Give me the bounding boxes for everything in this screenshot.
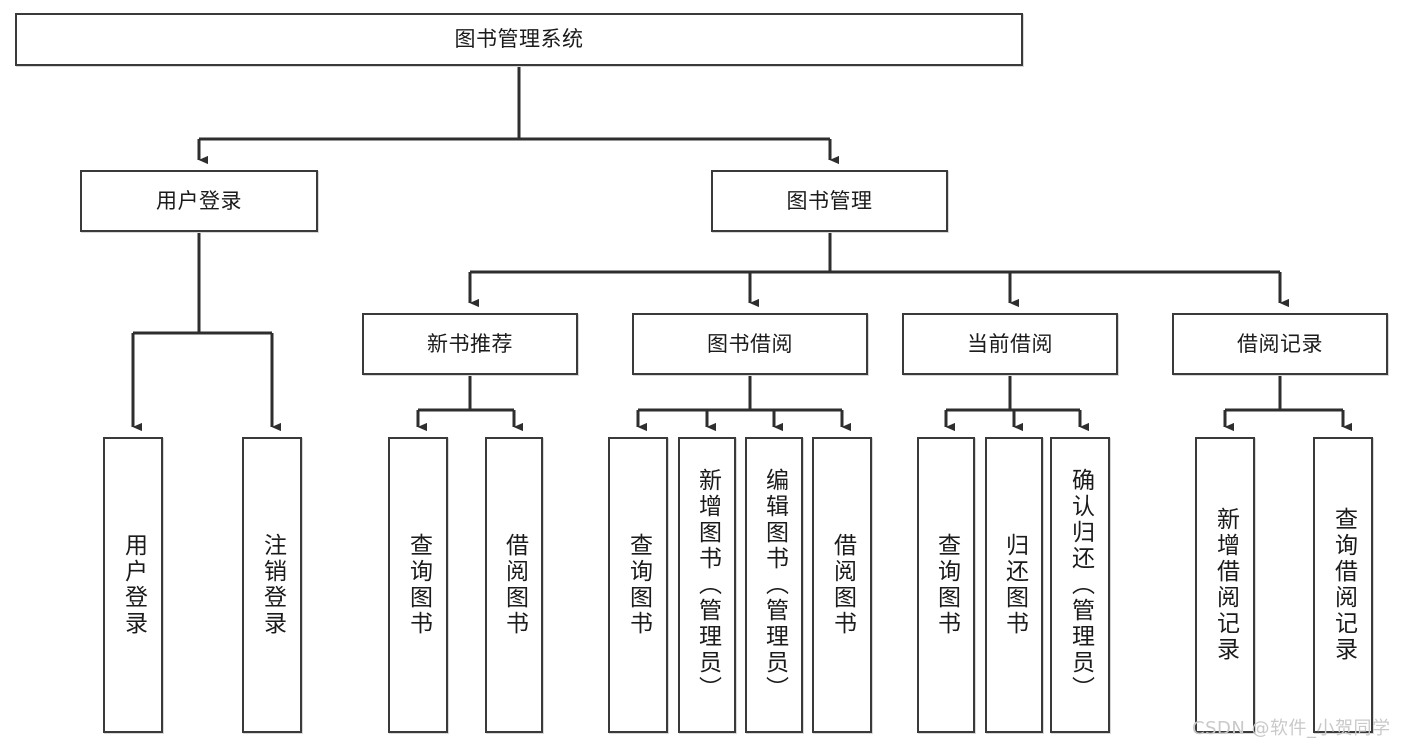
node-leaf-add-record-label: 新增借阅记录 bbox=[1212, 507, 1239, 663]
node-leaf-query-book-cur[interactable]: 查询图书 bbox=[917, 437, 975, 733]
node-current-borrow[interactable]: 当前借阅 bbox=[902, 313, 1118, 375]
node-leaf-return-book-label: 归还图书 bbox=[1001, 533, 1028, 637]
node-leaf-query-book-borrow[interactable]: 查询图书 bbox=[608, 437, 668, 733]
node-root[interactable]: 图书管理系统 bbox=[15, 13, 1023, 66]
node-user-login[interactable]: 用户登录 bbox=[80, 170, 318, 232]
node-leaf-query-book-cur-label: 查询图书 bbox=[933, 533, 960, 637]
node-leaf-confirm-return-label: 确认归还（管理员） bbox=[1067, 468, 1094, 702]
node-leaf-add-book[interactable]: 新增图书（管理员） bbox=[678, 437, 736, 733]
node-new-book-rec[interactable]: 新书推荐 bbox=[362, 313, 578, 375]
node-user-login-label: 用户登录 bbox=[156, 188, 242, 213]
node-leaf-query-book-rec-label: 查询图书 bbox=[405, 533, 432, 637]
node-leaf-user-login[interactable]: 用户登录 bbox=[103, 437, 163, 733]
node-leaf-add-book-label: 新增图书（管理员） bbox=[694, 468, 721, 702]
node-leaf-borrow-book-rec[interactable]: 借阅图书 bbox=[485, 437, 543, 733]
csdn-watermark: CSDN @软件_小贺同学 bbox=[1192, 718, 1391, 739]
node-borrow-record[interactable]: 借阅记录 bbox=[1172, 313, 1388, 375]
node-leaf-borrow-book-rec-label: 借阅图书 bbox=[501, 533, 528, 637]
node-book-manage-label: 图书管理 bbox=[786, 188, 873, 213]
node-leaf-query-book-rec[interactable]: 查询图书 bbox=[388, 437, 448, 733]
node-leaf-edit-book-label: 编辑图书（管理员） bbox=[761, 468, 788, 702]
node-leaf-add-record[interactable]: 新增借阅记录 bbox=[1195, 437, 1255, 733]
node-leaf-logout[interactable]: 注销登录 bbox=[242, 437, 302, 733]
node-book-borrow-label: 图书借阅 bbox=[707, 331, 793, 356]
node-current-borrow-label: 当前借阅 bbox=[967, 331, 1053, 356]
node-leaf-borrow-book-label: 借阅图书 bbox=[829, 533, 856, 637]
node-leaf-return-book[interactable]: 归还图书 bbox=[985, 437, 1043, 733]
node-leaf-query-record[interactable]: 查询借阅记录 bbox=[1313, 437, 1373, 733]
node-leaf-confirm-return[interactable]: 确认归还（管理员） bbox=[1050, 437, 1110, 733]
node-leaf-edit-book[interactable]: 编辑图书（管理员） bbox=[745, 437, 803, 733]
node-book-borrow[interactable]: 图书借阅 bbox=[632, 313, 868, 375]
node-leaf-borrow-book[interactable]: 借阅图书 bbox=[812, 437, 872, 733]
node-book-manage[interactable]: 图书管理 bbox=[711, 170, 948, 232]
node-leaf-user-login-label: 用户登录 bbox=[120, 533, 147, 637]
node-leaf-query-record-label: 查询借阅记录 bbox=[1330, 507, 1357, 663]
node-new-book-rec-label: 新书推荐 bbox=[427, 331, 513, 356]
node-borrow-record-label: 借阅记录 bbox=[1237, 331, 1323, 356]
node-leaf-query-book-borrow-label: 查询图书 bbox=[625, 533, 652, 637]
node-leaf-logout-label: 注销登录 bbox=[259, 533, 286, 637]
node-root-label: 图书管理系统 bbox=[454, 27, 584, 52]
